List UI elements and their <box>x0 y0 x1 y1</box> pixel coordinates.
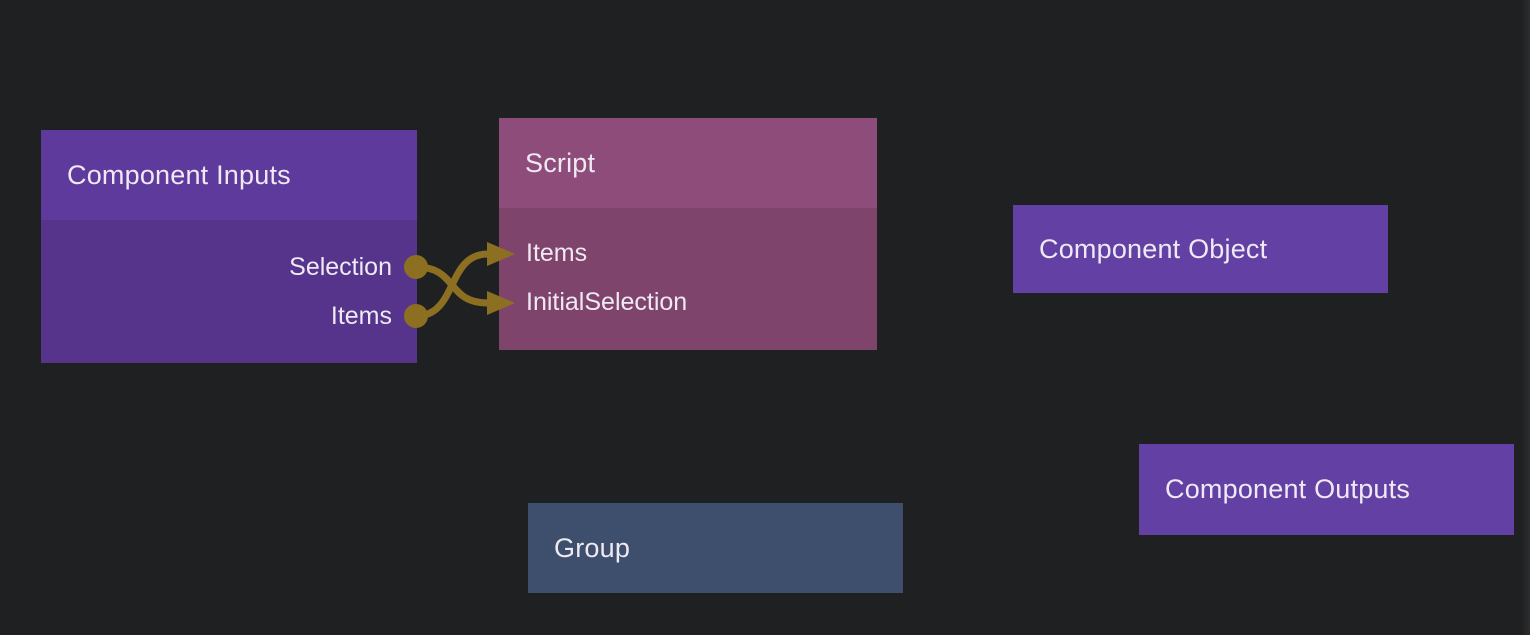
wire-arrowhead-initialselection[interactable] <box>487 291 515 315</box>
canvas-right-edge-highlight <box>1521 0 1530 635</box>
port-dot-selection[interactable] <box>404 255 428 279</box>
wire-arrowhead-items[interactable] <box>487 242 515 266</box>
port-dot-items[interactable] <box>404 304 428 328</box>
